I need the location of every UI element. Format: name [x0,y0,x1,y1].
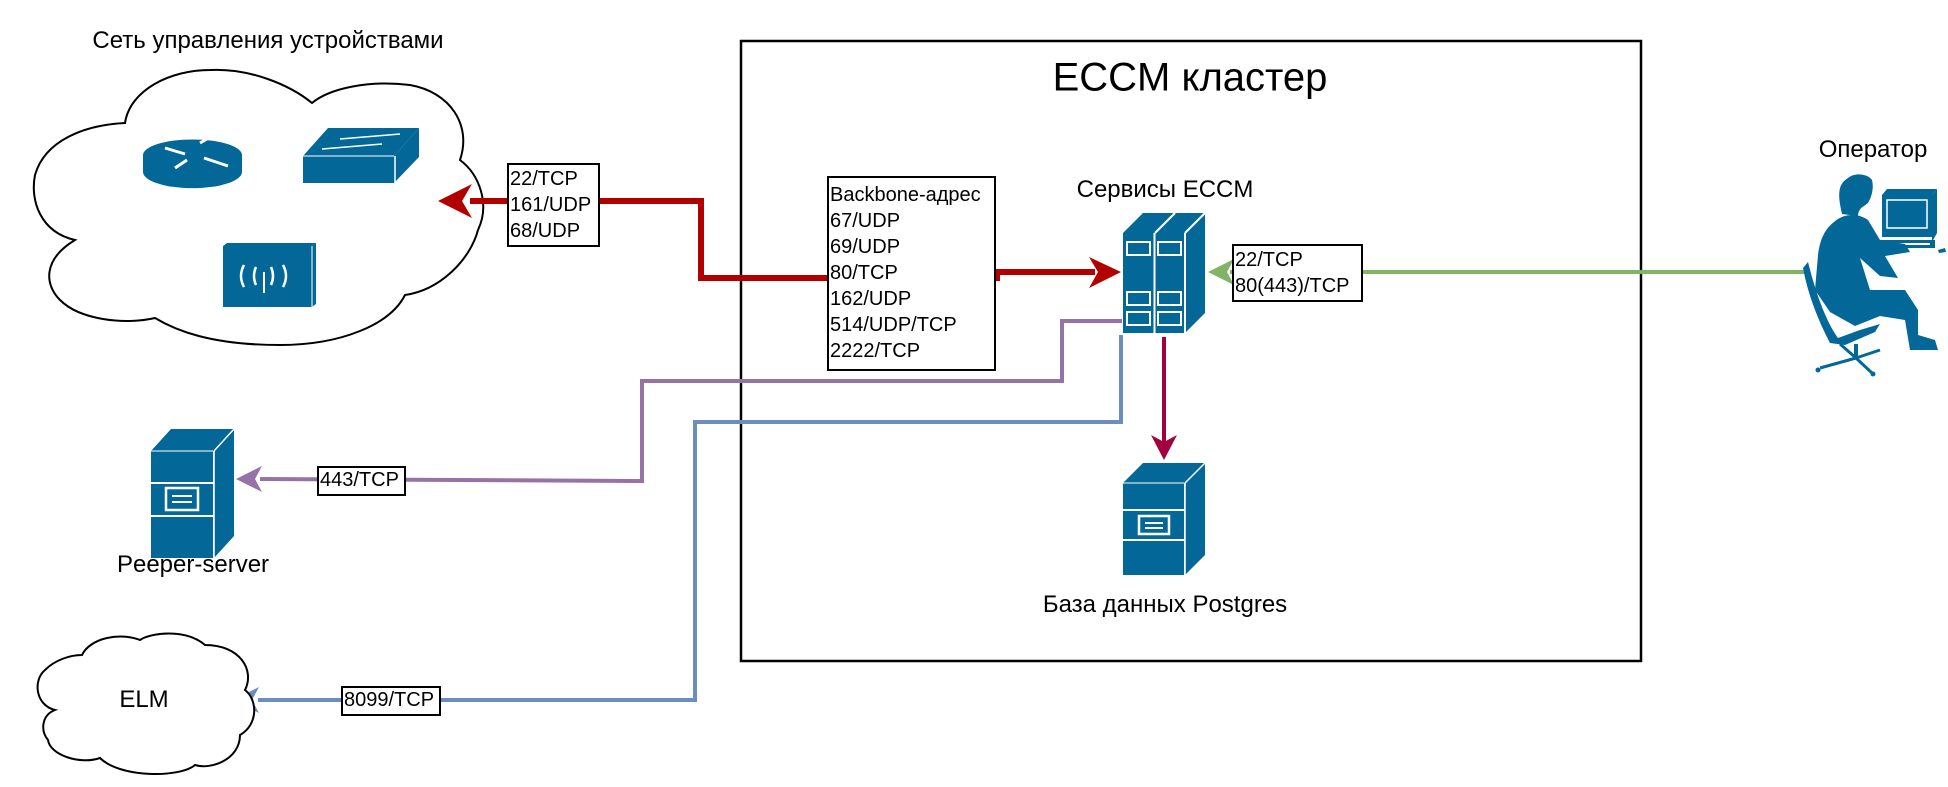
port-label: 514/UDP/TCP [830,314,957,336]
arrowhead-to-devices [438,184,472,218]
arrowhead-operator [1208,259,1234,285]
port-label: 68/UDP [510,220,581,242]
eccm-services-label: Сервисы ECCM [1076,176,1254,203]
port-label: 443/TCP [320,469,399,491]
port-label: 22/TCP [1235,249,1303,271]
backbone-address-label: Backbone-адрес [830,184,981,206]
device-network-label: Сеть управления устройствами [92,27,444,54]
switch-icon [303,128,419,183]
peeper-server-icon [151,428,235,558]
cluster-title: ECCM кластер [1052,55,1328,100]
operator-label: Оператор [1818,136,1928,163]
port-label: 22/TCP [510,168,578,190]
postgres-db-label: База данных Postgres [1042,591,1288,618]
router-icon [143,134,242,189]
operator-workstation-icon [1803,174,1946,377]
ports-services-to-peeper: 443/TCP [317,466,406,496]
arrowhead-to-services [1089,257,1121,288]
wireless-access-point-icon [223,243,316,307]
database-server-icon [1123,462,1206,575]
port-label: 80/TCP [830,262,898,284]
port-label: 162/UDP [830,288,912,310]
elm-cloud[interactable] [36,632,256,776]
port-label: 80(443)/TCP [1235,275,1350,297]
port-label: 8099/TCP [344,689,435,711]
ports-services-to-elm: 8099/TCP [341,686,441,716]
ports-backbone-to-services: Backbone-адрес 67/UDP 69/UDP 80/TCP 162/… [827,176,996,371]
port-label: 2222/TCP [830,340,921,362]
server-rack-icon [1123,212,1206,333]
ports-services-to-devices: 22/TCP 161/UDP 68/UDP [507,163,600,247]
eccm-cluster-boundary [739,39,1643,663]
link-services-to-peeper[interactable] [259,319,1122,484]
peeper-server-label: Peeper-server [116,551,270,578]
port-label: 161/UDP [510,194,592,216]
arrowhead-peeper [236,466,262,492]
port-label: 67/UDP [830,210,901,232]
elm-label: ELM [119,686,169,713]
ports-operator-to-services: 22/TCP 80(443)/TCP [1232,244,1363,302]
link-services-to-elm[interactable] [258,335,1123,702]
port-label: 69/UDP [830,236,901,258]
arrowhead-db [1151,435,1177,460]
